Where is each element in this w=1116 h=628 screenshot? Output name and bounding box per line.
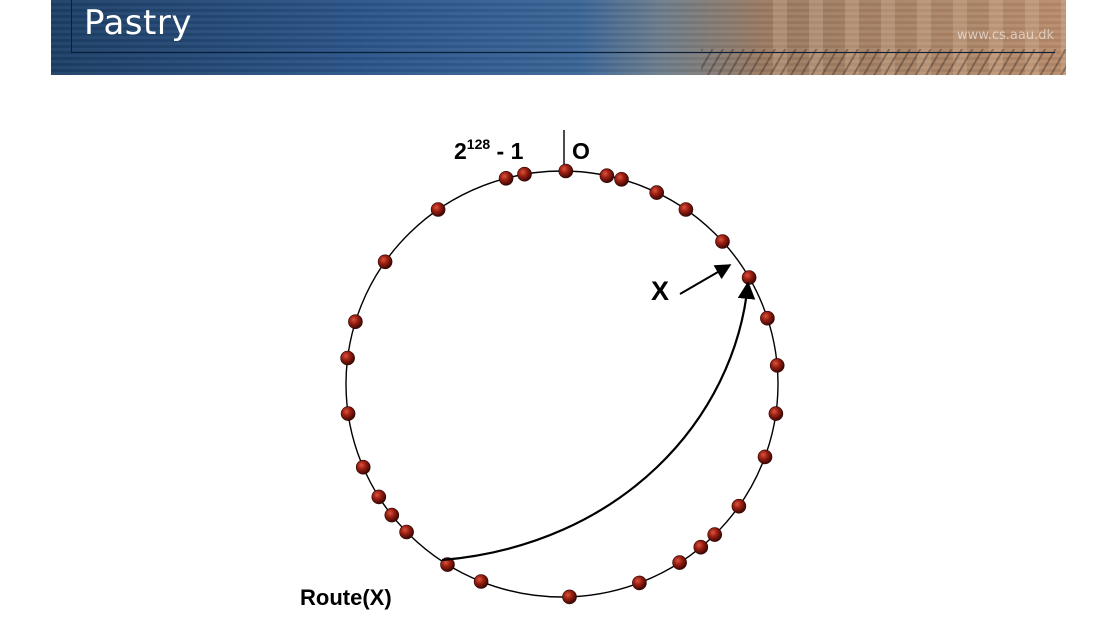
ring-node bbox=[632, 575, 647, 591]
ring-node bbox=[399, 524, 414, 540]
banner-building bbox=[751, 0, 1066, 75]
ring-node bbox=[599, 168, 615, 183]
ring-node bbox=[649, 185, 665, 200]
ring-node bbox=[614, 172, 629, 187]
ring-node bbox=[757, 449, 773, 465]
route-label: Route(X) bbox=[300, 585, 392, 610]
ring-node bbox=[517, 166, 532, 182]
ring-node bbox=[384, 507, 400, 523]
ring-node bbox=[693, 539, 709, 555]
ring-node bbox=[731, 498, 747, 514]
top-label-max-id: 2128 - 1 bbox=[454, 136, 524, 164]
target-label: X bbox=[651, 276, 669, 306]
ring-node bbox=[562, 589, 577, 605]
watermark-text: www.cs.aau.dk bbox=[957, 28, 1054, 43]
route-arrow bbox=[441, 281, 756, 562]
ring-node bbox=[741, 270, 757, 285]
ring-node bbox=[348, 314, 363, 330]
top-label-zero: O bbox=[572, 138, 590, 164]
ring-node bbox=[473, 574, 489, 589]
ring-node bbox=[768, 406, 784, 421]
ring-node bbox=[430, 202, 446, 217]
banner-bicycles bbox=[701, 49, 1066, 75]
ring-node bbox=[769, 358, 785, 373]
header-banner: www.cs.aau.dk bbox=[51, 0, 1066, 75]
ring-node bbox=[672, 555, 687, 570]
ring-node bbox=[678, 202, 694, 217]
ring-node bbox=[340, 406, 356, 421]
top-label-suffix: - 1 bbox=[490, 138, 523, 164]
target-pointer-arrow bbox=[679, 264, 732, 295]
ring-node bbox=[440, 557, 455, 572]
ring-node bbox=[340, 350, 355, 366]
slide-title: Pastry bbox=[84, 3, 192, 43]
ring-node bbox=[558, 163, 574, 179]
ring-node bbox=[760, 310, 775, 326]
banner-texture bbox=[51, 0, 1066, 75]
ring-node bbox=[377, 254, 393, 270]
ring-nodes bbox=[340, 163, 785, 605]
ring-node bbox=[715, 234, 730, 249]
title-frame bbox=[71, 0, 1055, 53]
ring-node bbox=[707, 527, 723, 542]
ring-node bbox=[355, 459, 371, 475]
top-label-exponent: 128 bbox=[467, 136, 491, 152]
top-label-base: 2 bbox=[454, 138, 467, 164]
ring-node bbox=[371, 489, 387, 505]
ring-node bbox=[498, 171, 514, 186]
